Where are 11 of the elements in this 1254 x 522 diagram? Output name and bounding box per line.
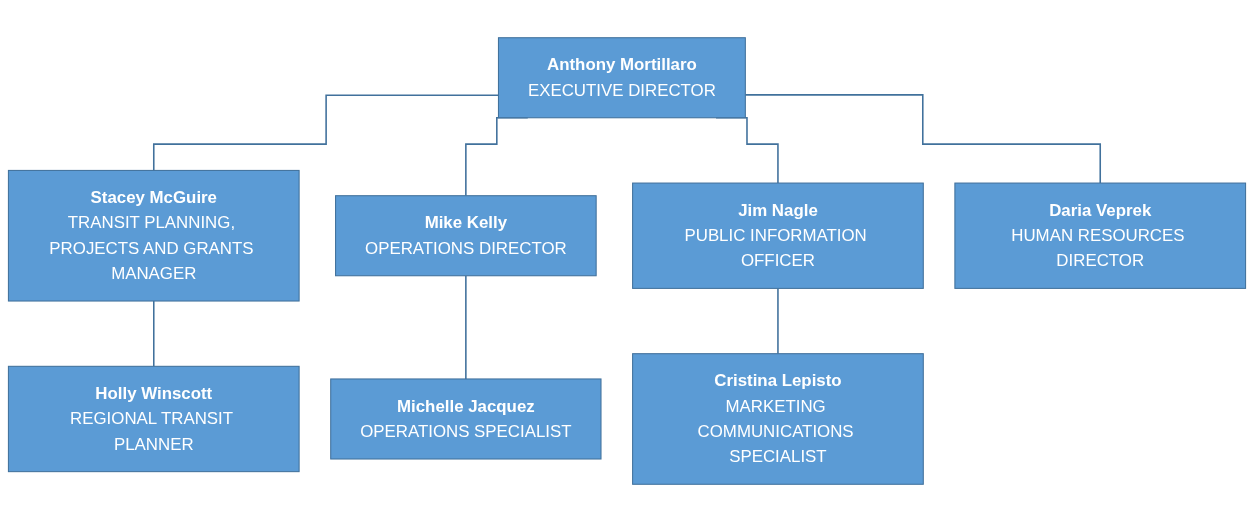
- node-box: Mike Kelly OPERATIONS DIRECTOR: [335, 195, 597, 277]
- node-box: Daria Veprek HUMAN RESOURCES DIRECTOR: [954, 182, 1247, 289]
- node-box: Jim Nagle PUBLIC INFORMATION OFFICER: [632, 182, 924, 289]
- node-box: Anthony Mortillaro EXECUTIVE DIRECTOR: [497, 37, 746, 119]
- connector: [777, 287, 779, 355]
- node-box: Stacey McGuire TRANSIT PLANNING, PROJECTS AND GRANTS MANAGER: [7, 169, 300, 302]
- node-box: Michelle Jacquez OPERATIONS SPECIALIST: [330, 378, 602, 460]
- node-box: Cristina Lepisto MARKETING COMMUNICATIONS SPECIALIST: [632, 353, 924, 485]
- connector: [153, 300, 155, 368]
- connector: [465, 274, 467, 380]
- node-box: Holly Winscott REGIONAL TRANSIT PLANNER: [7, 365, 300, 473]
